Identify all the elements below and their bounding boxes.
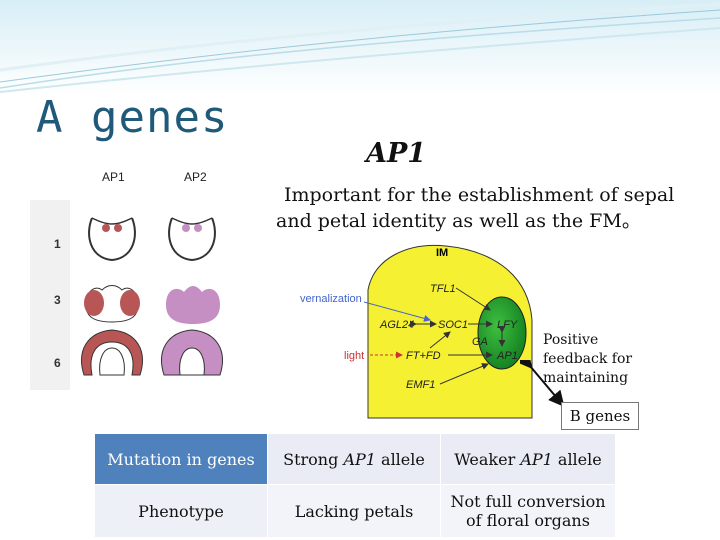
regulatory-network-diagram: IM TFL1 vernalization AGL24 SOC1 LFY GA … bbox=[300, 244, 533, 419]
label-ap1: AP1 bbox=[496, 350, 518, 362]
label-lfy: LFY bbox=[497, 319, 518, 331]
table-row: Phenotype Lacking petals Not full conver… bbox=[95, 485, 616, 538]
network-arrows bbox=[410, 287, 506, 385]
label-emf1: EMF1 bbox=[406, 379, 435, 391]
ap2-stage1-flower bbox=[168, 217, 216, 262]
feedback-arrow bbox=[520, 360, 565, 408]
label-im: IM bbox=[436, 247, 448, 259]
label-soc1: SOC1 bbox=[438, 319, 468, 331]
table-row-label: Phenotype bbox=[95, 485, 268, 538]
feedback-line-2: feedback for bbox=[543, 351, 633, 367]
figure-row-label-6: 6 bbox=[54, 356, 61, 370]
figure-col-label-ap1: AP1 bbox=[102, 170, 125, 184]
header-decoration bbox=[0, 0, 720, 95]
ap1-stage1-flower bbox=[88, 217, 136, 262]
description-line-1: Important for the establishment of sepal bbox=[284, 184, 675, 206]
label-agl24: AGL24 bbox=[379, 319, 414, 331]
ap2-stage3-flower bbox=[166, 286, 220, 324]
feedback-annotation: Positive feedback for maintaining bbox=[543, 331, 653, 388]
label-light: light bbox=[344, 350, 364, 362]
gene-description: Important for the establishment of sepal… bbox=[276, 182, 696, 234]
table-header-cell: Mutation in genes bbox=[95, 434, 268, 485]
gene-name: AP1 bbox=[366, 138, 427, 169]
label-tfl1: TFL1 bbox=[430, 283, 456, 295]
feedback-line-3: maintaining bbox=[543, 370, 629, 386]
figure-row-label-1: 1 bbox=[54, 237, 61, 251]
flower-development-figure: AP1 AP2 1 3 6 bbox=[30, 160, 240, 390]
label-ga: GA bbox=[472, 336, 488, 348]
table-cell: Strong AP1 allele bbox=[268, 434, 441, 485]
label-vernalization: vernalization bbox=[300, 293, 362, 305]
ap2-stage6-flower bbox=[161, 329, 223, 376]
table-cell: Weaker AP1 allele bbox=[441, 434, 616, 485]
phenotype-table: Mutation in genes Strong AP1 allele Weak… bbox=[95, 434, 616, 538]
feedback-line-1: Positive bbox=[543, 332, 599, 348]
vernalization-arrow bbox=[363, 301, 431, 322]
table-cell: Lacking petals bbox=[268, 485, 441, 538]
table-row: Mutation in genes Strong AP1 allele Weak… bbox=[95, 434, 616, 485]
figure-col-label-ap2: AP2 bbox=[184, 170, 207, 184]
description-line-2: and petal identity as well as the FM。 bbox=[276, 210, 641, 232]
flower-figure-image bbox=[30, 160, 240, 390]
figure-row-label-3: 3 bbox=[54, 293, 61, 307]
ap1-stage3-flower bbox=[84, 285, 140, 323]
ap1-stage6-flower bbox=[81, 329, 143, 376]
slide-title: A genes bbox=[36, 92, 229, 143]
label-ft-fd: FT+FD bbox=[406, 350, 441, 362]
b-genes-box: B genes bbox=[561, 402, 639, 430]
